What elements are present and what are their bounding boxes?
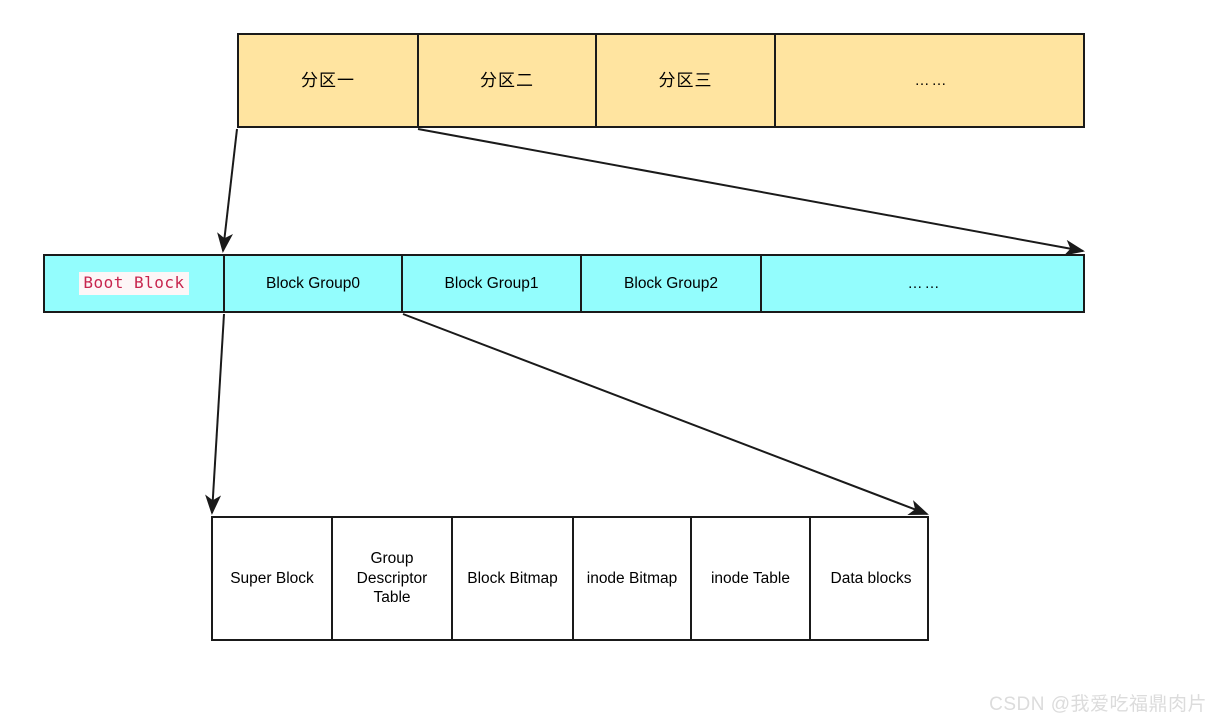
arrow-partition1-to-bootblock [217, 128, 238, 253]
partition-cell-分区二: 分区二 [419, 35, 597, 126]
blockgroup-cell-ellipsis: …… [907, 274, 942, 292]
blockgroup-cell-boot-block: Boot Block [45, 256, 225, 311]
grouplayout-cell-inode-table: inode Table [692, 518, 811, 639]
csdn-watermark: CSDN @我爱吃福鼎肉片 [989, 694, 1207, 715]
blockgroup-cell-block-group1: Block Group1 [403, 256, 582, 311]
grouplayout-cell-super-block: Super Block [213, 518, 333, 639]
partition-cell-ellipsis: …… [914, 71, 949, 89]
blockgroup-cell-block-group0: Block Group0 [225, 256, 403, 311]
partition-cell-分区一: 分区一 [239, 35, 419, 126]
boot-block-code-label: Boot Block [79, 272, 189, 295]
disk-partition-row: 分区一分区二分区三 …… [237, 33, 1085, 128]
arrow-blockgroup0-to-datablocks [402, 313, 929, 516]
grouplayout-cell-block-bitmap: Block Bitmap [453, 518, 574, 639]
connector-arrows [205, 128, 1085, 516]
grouplayout-cell-inode-bitmap: inode Bitmap [574, 518, 692, 639]
arrow-blockgroup0-to-superblock [205, 313, 225, 515]
grouplayout-cell-data-blocks: Data blocks [830, 569, 912, 587]
blockgroup-cell-block-group2: Block Group2 [582, 256, 762, 311]
arrow-partition1-to-blockgroup-end [417, 128, 1085, 256]
partition-cell-分区三: 分区三 [597, 35, 776, 126]
grouplayout-cell-group-descriptor-table: Group Descriptor Table [333, 518, 453, 639]
